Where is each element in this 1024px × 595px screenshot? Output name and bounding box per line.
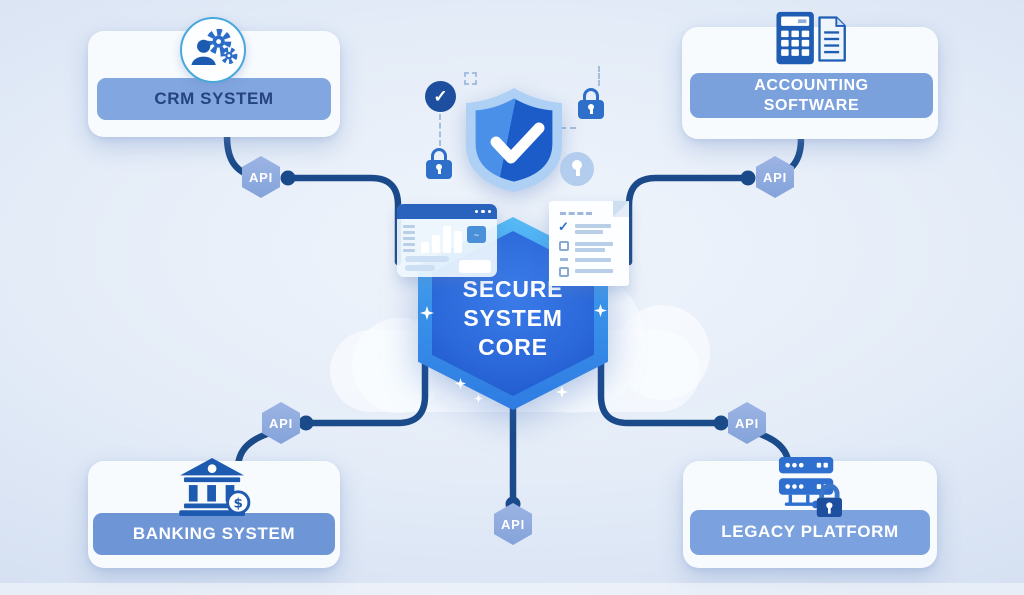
keyhole-circle-icon — [560, 152, 594, 186]
svg-text:$: $ — [234, 495, 243, 511]
bar-chart-bar — [421, 242, 429, 253]
dashed-square — [464, 72, 477, 85]
server-lock-icon — [772, 455, 846, 524]
padlock-icon — [426, 148, 452, 179]
connector-dot — [713, 415, 729, 431]
bank-dollar-icon: $ — [176, 457, 254, 522]
sparkle-icon — [474, 394, 483, 403]
connector-dot — [280, 170, 296, 186]
calculator-document-icon — [772, 10, 852, 73]
bar-chart-bar — [432, 235, 440, 253]
checklist-document-icon: ✓ — [549, 201, 629, 286]
connector-api-to-core-tr — [625, 174, 752, 266]
connector-dot — [298, 415, 314, 431]
core-title-line: SECURE — [462, 276, 564, 302]
connector-core-to-api-br — [597, 346, 723, 427]
bar-chart-bar — [443, 226, 451, 253]
bottom-light-band — [0, 583, 1024, 595]
core-title-line: CORE — [478, 334, 548, 360]
connector-core-to-api-bl — [303, 346, 429, 427]
dashed-line — [598, 66, 600, 86]
browser-button — [459, 260, 491, 273]
node-label-accounting: ACCOUNTING SOFTWARE — [690, 73, 933, 118]
dashed-line — [550, 127, 576, 129]
bar-chart-bar — [454, 231, 462, 253]
analytics-window-icon: ~ — [397, 204, 497, 277]
connector-api-to-core-tl — [284, 174, 402, 266]
mini-graph-icon: ~ — [467, 226, 486, 243]
node-label-legacy: LEGACY PLATFORM — [690, 510, 930, 555]
shield-check-icon — [466, 88, 562, 192]
core-title-line: SYSTEM — [463, 305, 563, 331]
check-circle-icon: ✓ — [425, 81, 456, 112]
connector-dot — [740, 170, 756, 186]
browser-header — [397, 204, 497, 219]
node-label-crm: CRM SYSTEM — [97, 78, 331, 120]
padlock-icon — [578, 88, 604, 119]
dashed-line — [439, 114, 441, 146]
users-gear-icon — [180, 17, 246, 83]
node-label-banking: BANKING SYSTEM — [93, 513, 335, 555]
sparkle-icon — [455, 378, 466, 389]
core-title: SECURE SYSTEM CORE — [463, 275, 564, 362]
